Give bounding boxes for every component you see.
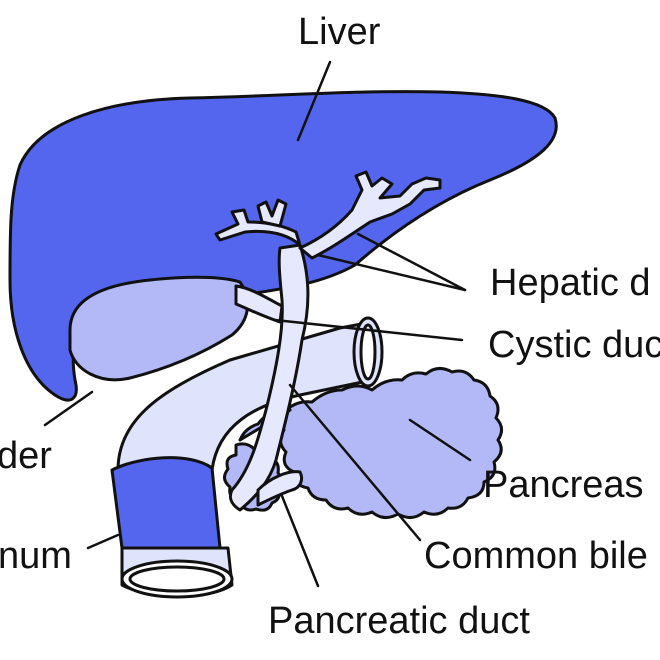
cystic-duct-shape xyxy=(234,284,284,324)
label-hepatic-duct: Hepatic d xyxy=(490,262,651,304)
duodenum-band-shape xyxy=(110,456,222,559)
duodenum-upper-opening-inner xyxy=(359,323,377,381)
leader-pancreatic-duct xyxy=(280,494,320,588)
duodenum-lower-opening-inner xyxy=(128,565,226,593)
pancreas-shape xyxy=(238,367,503,519)
label-gallbladder: der xyxy=(0,435,52,477)
hepatic-duct-upper-branch xyxy=(256,198,288,228)
label-pancreatic-duct: Pancreatic duct xyxy=(268,600,530,642)
label-pancreas: Pancreas xyxy=(483,464,644,506)
pancreatic-duct-shape xyxy=(256,470,304,507)
leader-pancreas xyxy=(408,418,472,462)
biliary-ducts xyxy=(214,170,442,512)
leader-liver xyxy=(296,60,332,142)
leader-duodenum xyxy=(86,533,120,550)
labels: Liver Hepatic d Cystic duc der Pancreas … xyxy=(0,11,660,642)
label-duodenum: num xyxy=(0,535,72,577)
leader-gallbladder xyxy=(43,390,94,427)
label-cystic-duct: Cystic duc xyxy=(488,324,660,366)
leader-common-bile-duct xyxy=(288,383,422,542)
leader-hepatic-duct-a xyxy=(356,232,467,292)
label-common-bile-duct: Common bile xyxy=(424,535,648,577)
hepatic-duct-right-branch xyxy=(298,170,442,260)
leader-cystic-duct xyxy=(273,318,464,342)
leader-hepatic-duct-b xyxy=(316,253,467,292)
label-liver: Liver xyxy=(298,11,381,53)
leader-lines xyxy=(43,60,472,588)
